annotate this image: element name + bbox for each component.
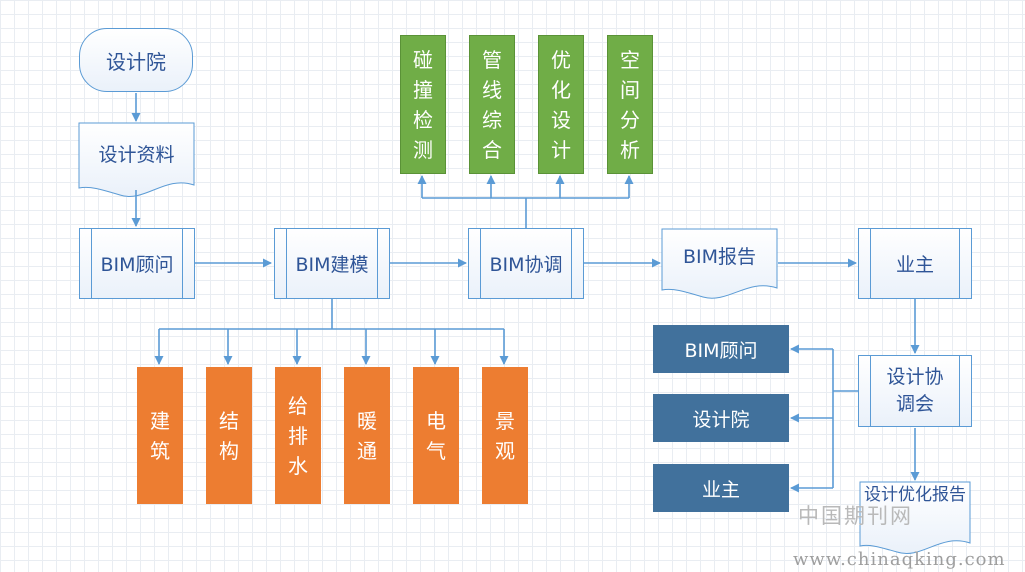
participant-design-institute-label: 设计院 xyxy=(692,408,750,431)
participant-design-institute: 设计院 xyxy=(653,394,789,442)
connector-meeting-participants-tree xyxy=(832,349,858,488)
plumbing-box: 给排水 xyxy=(275,367,321,504)
connector-coordination-analysis-tree xyxy=(422,197,629,229)
participant-owner: 业主 xyxy=(653,464,789,512)
owner-process: 业主 xyxy=(858,228,972,299)
clash-detection-box: 碰撞检测 xyxy=(400,35,446,174)
watermark-cn: 中国期刊网 xyxy=(798,504,913,528)
process-bar-right xyxy=(377,229,389,298)
bim-report-label: BIM报告 xyxy=(682,246,757,268)
design-institute-start-label: 设计院 xyxy=(106,49,166,74)
design-data-doc-shape xyxy=(78,122,195,197)
design-data-label: 设计资料 xyxy=(98,144,175,166)
hvac-box: 暖通 xyxy=(344,367,390,504)
process-bar-left xyxy=(275,229,287,298)
opt-report-doc-shape xyxy=(859,481,971,554)
process-bar-left xyxy=(859,229,871,298)
electrical-label: 电气 xyxy=(426,408,446,463)
bim-coordination-label: BIM协调 xyxy=(489,254,563,276)
pipeline-integration-label: 管线综合 xyxy=(482,47,502,162)
landscape-box: 景观 xyxy=(482,367,528,504)
participant-bim-consultant-label: BIM顾问 xyxy=(684,339,758,362)
space-analysis-label: 空间分析 xyxy=(620,47,640,162)
architecture-label: 建筑 xyxy=(150,408,170,463)
bim-consultant-process: BIM顾问 xyxy=(79,228,195,299)
optimized-design-box: 优化设计 xyxy=(538,35,584,174)
bim-report-doc-shape xyxy=(661,228,778,299)
bim-modeling-label: BIM建模 xyxy=(295,254,369,276)
process-bar-left xyxy=(469,229,481,298)
space-analysis-box: 空间分析 xyxy=(607,35,653,174)
watermark-url: www.chinaqking.com xyxy=(793,549,1006,570)
design-coordination-meeting: 设计协调会 xyxy=(858,355,972,427)
pipeline-integration-box: 管线综合 xyxy=(469,35,515,174)
owner-label: 业主 xyxy=(895,254,934,276)
participant-bim-consultant: BIM顾问 xyxy=(653,325,789,373)
connector-modeling-discipline-tree xyxy=(159,299,504,330)
plumbing-label: 给排水 xyxy=(288,393,308,478)
hvac-label: 暖通 xyxy=(357,408,377,463)
bim-modeling-process: BIM建模 xyxy=(274,228,390,299)
process-bar-right xyxy=(959,229,971,298)
process-bar-right xyxy=(182,229,194,298)
bim-coordination-process: BIM协调 xyxy=(468,228,584,299)
bim-consultant-label: BIM顾问 xyxy=(100,254,174,276)
clash-detection-label: 碰撞检测 xyxy=(413,47,433,162)
architecture-box: 建筑 xyxy=(137,367,183,504)
participant-owner-label: 业主 xyxy=(701,478,740,501)
structure-label: 结构 xyxy=(219,408,239,463)
process-bar-right xyxy=(959,356,971,426)
electrical-box: 电气 xyxy=(413,367,459,504)
process-bar-left xyxy=(859,356,871,426)
design-coordination-meeting-label: 设计协调会 xyxy=(886,366,944,415)
optimized-design-label: 优化设计 xyxy=(551,47,571,162)
design-institute-start: 设计院 xyxy=(79,28,193,92)
process-bar-left xyxy=(80,229,92,298)
landscape-label: 景观 xyxy=(495,408,515,463)
structure-box: 结构 xyxy=(206,367,252,504)
design-opt-report-label: 设计优化报告 xyxy=(864,485,966,505)
process-bar-right xyxy=(571,229,583,298)
